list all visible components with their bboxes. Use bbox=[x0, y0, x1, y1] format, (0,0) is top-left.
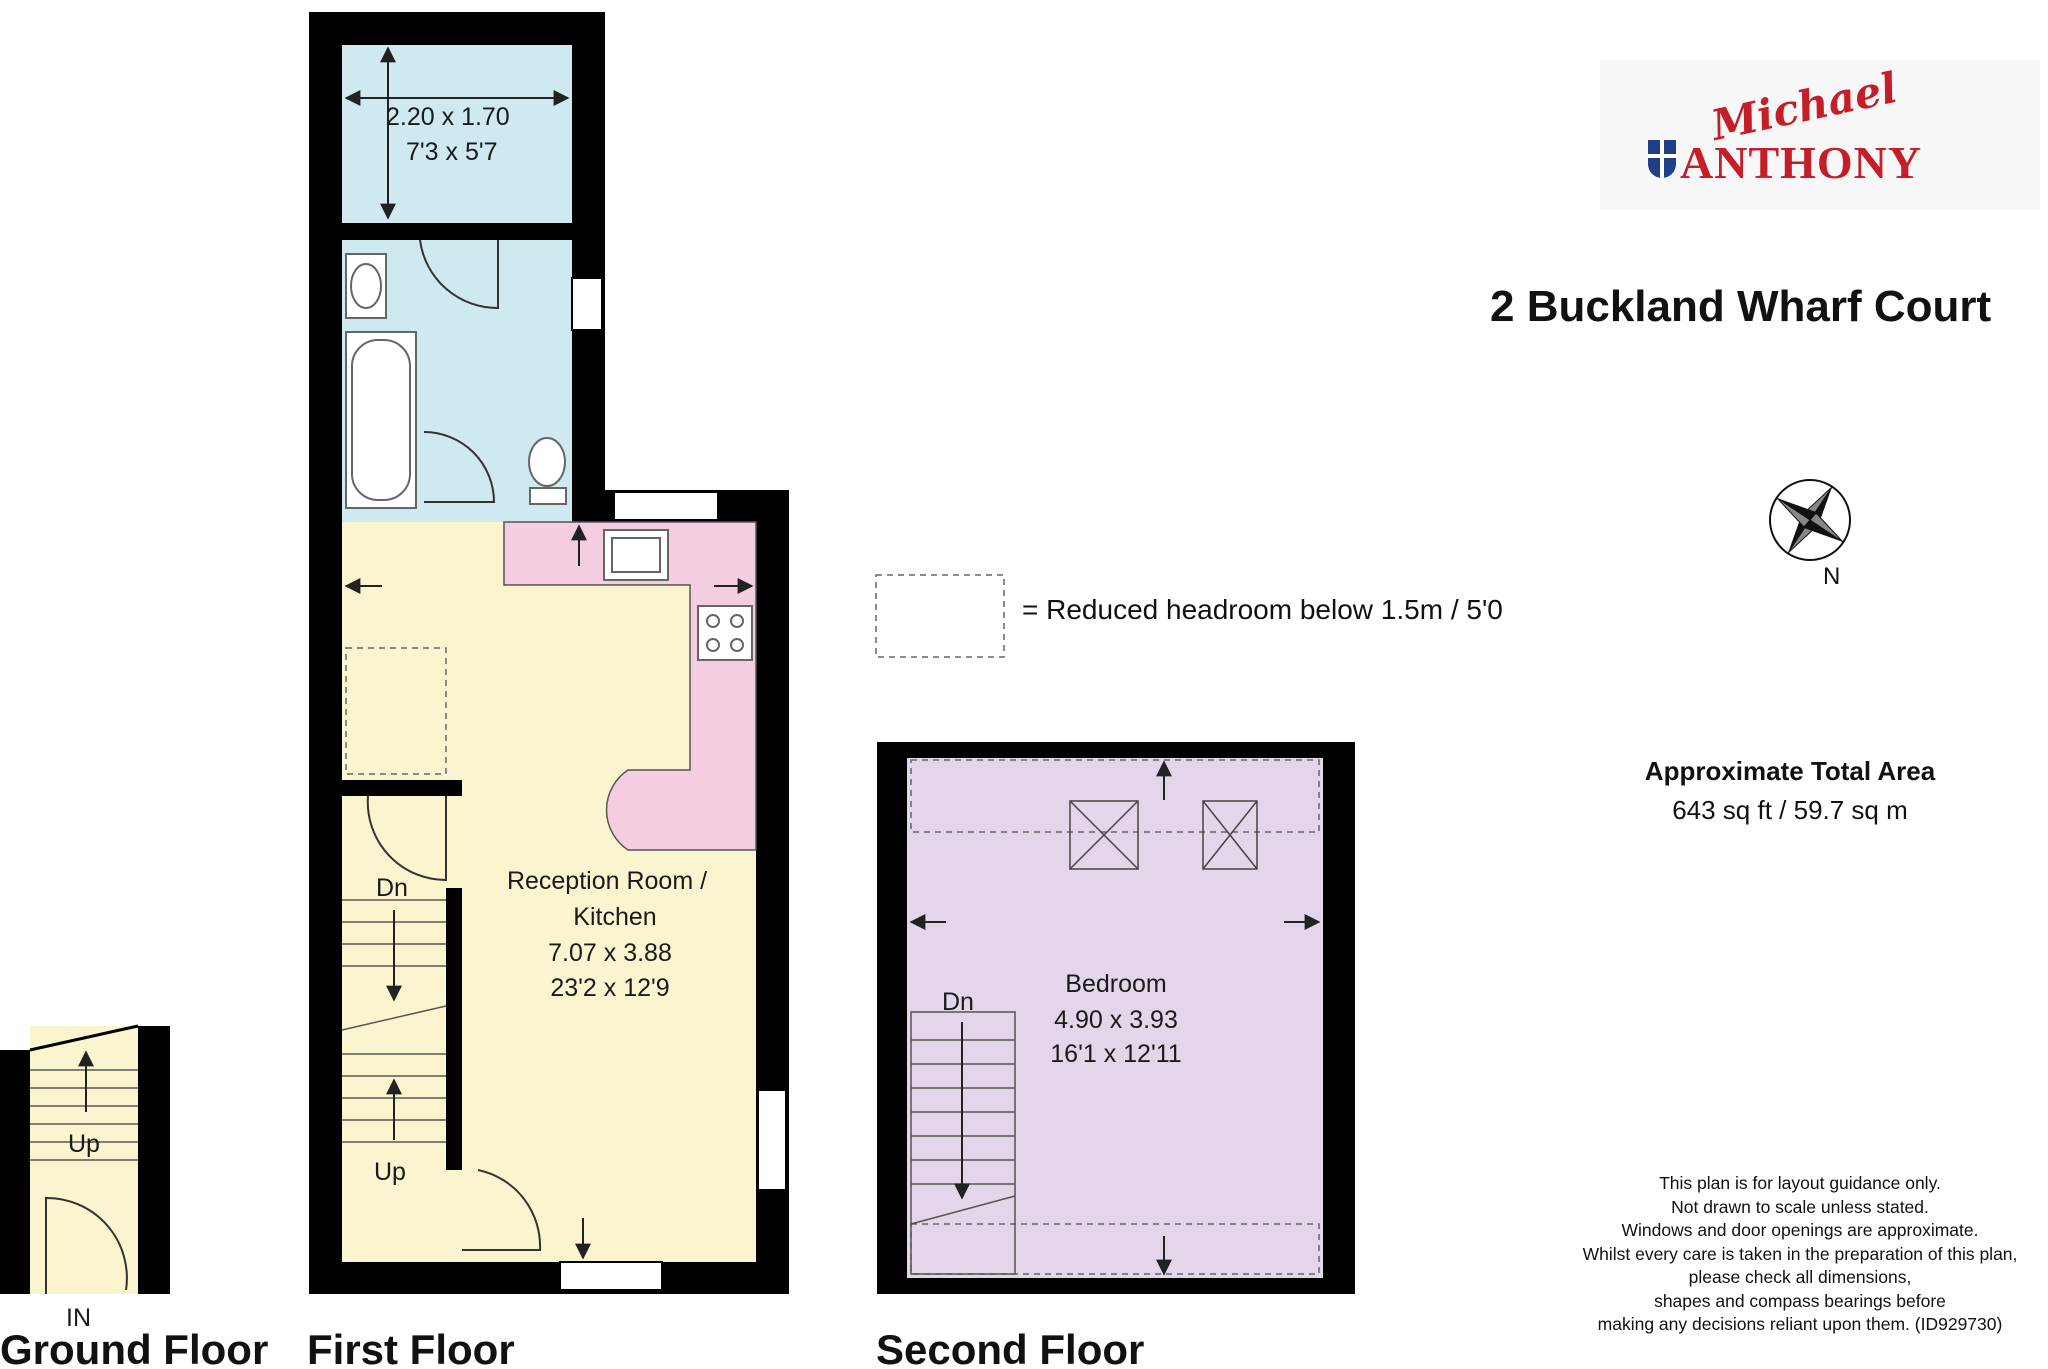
stair-wall-side bbox=[446, 888, 462, 1170]
total-area-value: 643 sq ft / 59.7 sq m bbox=[1672, 795, 1908, 825]
bedroom-dim-imperial: 16'1 x 12'11 bbox=[1050, 1040, 1181, 1068]
kitchen-hob bbox=[697, 605, 753, 661]
bathroom-dim-metric: 2.20 x 1.70 bbox=[386, 103, 510, 131]
ground-floor-label: Ground Floor bbox=[0, 1326, 268, 1369]
bath-tub bbox=[351, 339, 411, 501]
bathroom-dim-imperial: 7'3 x 5'7 bbox=[406, 138, 498, 166]
legend-swatch bbox=[875, 574, 1005, 658]
disclaimer-line: please check all dimensions, bbox=[1688, 1267, 1912, 1287]
second-floor-bedroom bbox=[907, 758, 1323, 1278]
bedroom-dim-metric: 4.90 x 3.93 bbox=[1054, 1006, 1178, 1034]
second-floor-stair-dn-label: Dn bbox=[942, 988, 974, 1016]
first-floor-label: First Floor bbox=[307, 1326, 515, 1369]
first-floor-kitchen-area bbox=[503, 521, 757, 851]
ground-floor-entrance-door bbox=[45, 1196, 128, 1294]
disclaimer-line: Windows and door openings are approximat… bbox=[1621, 1220, 1979, 1240]
hob-ring bbox=[706, 614, 720, 628]
reception-window-bottom bbox=[559, 1261, 663, 1291]
first-floor-bathroom-door-2 bbox=[423, 431, 496, 503]
legend-text: = Reduced headroom below 1.5m / 5'0 bbox=[1022, 594, 1503, 625]
kitchen-window bbox=[613, 491, 719, 521]
ground-floor-right-wall bbox=[138, 1026, 170, 1294]
stair-up-label: Up bbox=[374, 1158, 406, 1186]
ground-floor-roof-line bbox=[29, 1024, 139, 1052]
kitchen-sink-bowl bbox=[611, 537, 661, 573]
first-floor-bathroom-divider-right bbox=[498, 223, 572, 240]
first-floor-bathroom-divider-left bbox=[342, 223, 420, 240]
toilet-cistern-icon bbox=[529, 487, 567, 505]
first-floor: 2.20 x 1.70 7'3 x 5'7 bbox=[307, 12, 789, 1369]
stair-door bbox=[366, 795, 447, 882]
bedroom-name: Bedroom bbox=[1065, 970, 1166, 998]
reception-dim-metric: 7.07 x 3.88 bbox=[548, 939, 672, 967]
disclaimer: This plan is for layout guidance only. N… bbox=[1555, 1172, 2045, 1337]
hob-ring bbox=[706, 638, 720, 652]
second-floor: Dn Bedroom 4.90 x 3.93 16'1 x 12'11 Seco… bbox=[876, 742, 1355, 1369]
reception-dim-imperial: 23'2 x 12'9 bbox=[550, 974, 669, 1002]
ground-floor: Up IN Ground Floor bbox=[0, 1024, 268, 1369]
second-floor-label: Second Floor bbox=[876, 1326, 1144, 1369]
ground-floor-entrance-label: IN bbox=[66, 1304, 91, 1332]
ground-floor-stairs bbox=[30, 1069, 138, 1161]
reduced-headroom-area-top bbox=[910, 759, 1320, 833]
toilet-icon bbox=[528, 437, 566, 487]
company-logo: Michael ANTHONY bbox=[1600, 60, 2040, 210]
ground-floor-left-wall bbox=[0, 1050, 30, 1294]
disclaimer-line: shapes and compass bearings before bbox=[1654, 1290, 1946, 1311]
shield-icon bbox=[1648, 140, 1676, 178]
reception-name-line2: Kitchen bbox=[573, 903, 656, 931]
first-floor-bathroom-upper bbox=[342, 45, 572, 223]
first-floor-bathroom-window bbox=[571, 277, 603, 331]
hob-ring bbox=[730, 638, 744, 652]
disclaimer-line: Whilst every care is taken in the prepar… bbox=[1582, 1243, 2018, 1264]
property-address: 2 Buckland Wharf Court bbox=[1490, 282, 1992, 331]
compass-icon bbox=[1769, 479, 1851, 561]
skylight-right bbox=[1202, 800, 1258, 870]
disclaimer-line: This plan is for layout guidance only. bbox=[1659, 1173, 1941, 1193]
ground-floor-stair-label: Up bbox=[68, 1130, 100, 1158]
basin-bowl bbox=[350, 263, 382, 309]
first-floor-bathroom-door bbox=[419, 239, 499, 310]
disclaimer-line: Not drawn to scale unless stated. bbox=[1671, 1196, 1929, 1217]
total-area-title: Approximate Total Area bbox=[1644, 756, 1936, 786]
reception-name-line1: Reception Room / bbox=[507, 867, 707, 895]
total-area: Approximate Total Area 643 sq ft / 59.7 … bbox=[1580, 756, 2040, 826]
first-floor-reception bbox=[342, 522, 756, 1262]
stair-dn-label: Dn bbox=[376, 874, 408, 902]
reduced-headroom-area-first bbox=[345, 647, 447, 775]
stair-wall-top bbox=[342, 780, 462, 796]
skylight-left bbox=[1069, 800, 1139, 870]
hob-ring bbox=[730, 614, 744, 628]
compass-north-label: N bbox=[1823, 563, 1841, 590]
first-floor-bath bbox=[345, 331, 417, 509]
first-floor-entrance-door bbox=[462, 1169, 542, 1251]
logo-brand-text: ANTHONY bbox=[1680, 137, 1923, 188]
reception-window-right bbox=[757, 1089, 787, 1191]
disclaimer-line: making any decisions reliant upon them. … bbox=[1597, 1314, 2003, 1334]
